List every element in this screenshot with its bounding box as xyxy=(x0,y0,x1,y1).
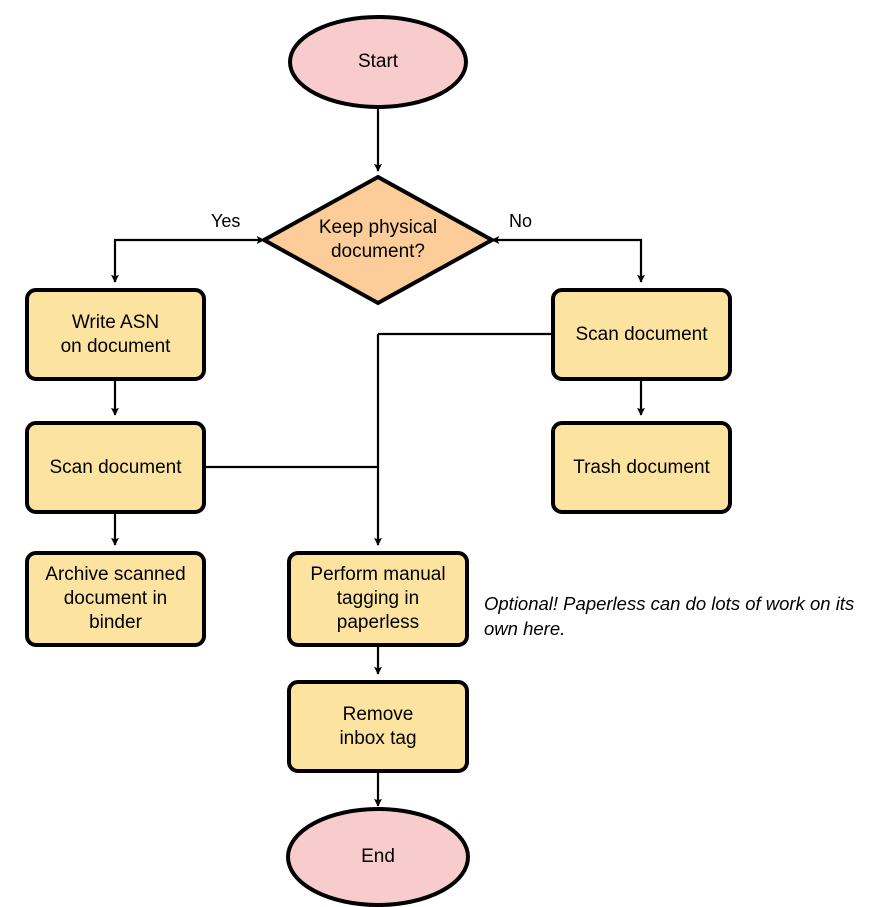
node-trash-shape[interactable] xyxy=(551,421,732,514)
node-end[interactable] xyxy=(288,809,468,905)
optional-note: Optional! Paperless can do lots of work … xyxy=(484,593,855,639)
node-write-asn[interactable] xyxy=(27,290,204,379)
node-write-asn-shape[interactable] xyxy=(25,288,206,381)
connector-layer xyxy=(111,108,645,807)
node-remove-inbox[interactable] xyxy=(289,682,467,771)
edge-decision-to-write-asn xyxy=(111,236,265,283)
node-trash[interactable] xyxy=(553,423,730,512)
node-decision[interactable] xyxy=(264,177,492,303)
edge-decision-to-scan-right xyxy=(491,236,645,283)
node-archive-binder[interactable] xyxy=(27,553,204,645)
node-manual-tagging[interactable] xyxy=(289,553,467,645)
node-manual-tagging-shape[interactable] xyxy=(287,551,469,647)
node-layer xyxy=(25,15,732,907)
edge-label-no: No xyxy=(509,211,533,231)
node-archive-binder-shape[interactable] xyxy=(25,551,206,647)
node-scan-right[interactable] xyxy=(553,290,730,379)
node-scan-right-shape[interactable] xyxy=(551,288,732,381)
node-decision-shape[interactable] xyxy=(259,174,497,306)
node-start-shape[interactable] xyxy=(288,15,468,109)
node-scan-left[interactable] xyxy=(27,423,204,512)
node-scan-left-shape[interactable] xyxy=(25,421,206,514)
node-remove-inbox-shape[interactable] xyxy=(287,680,469,773)
node-end-shape[interactable] xyxy=(286,807,470,907)
edge-label-yes: Yes xyxy=(211,211,241,231)
node-start[interactable] xyxy=(290,17,466,107)
